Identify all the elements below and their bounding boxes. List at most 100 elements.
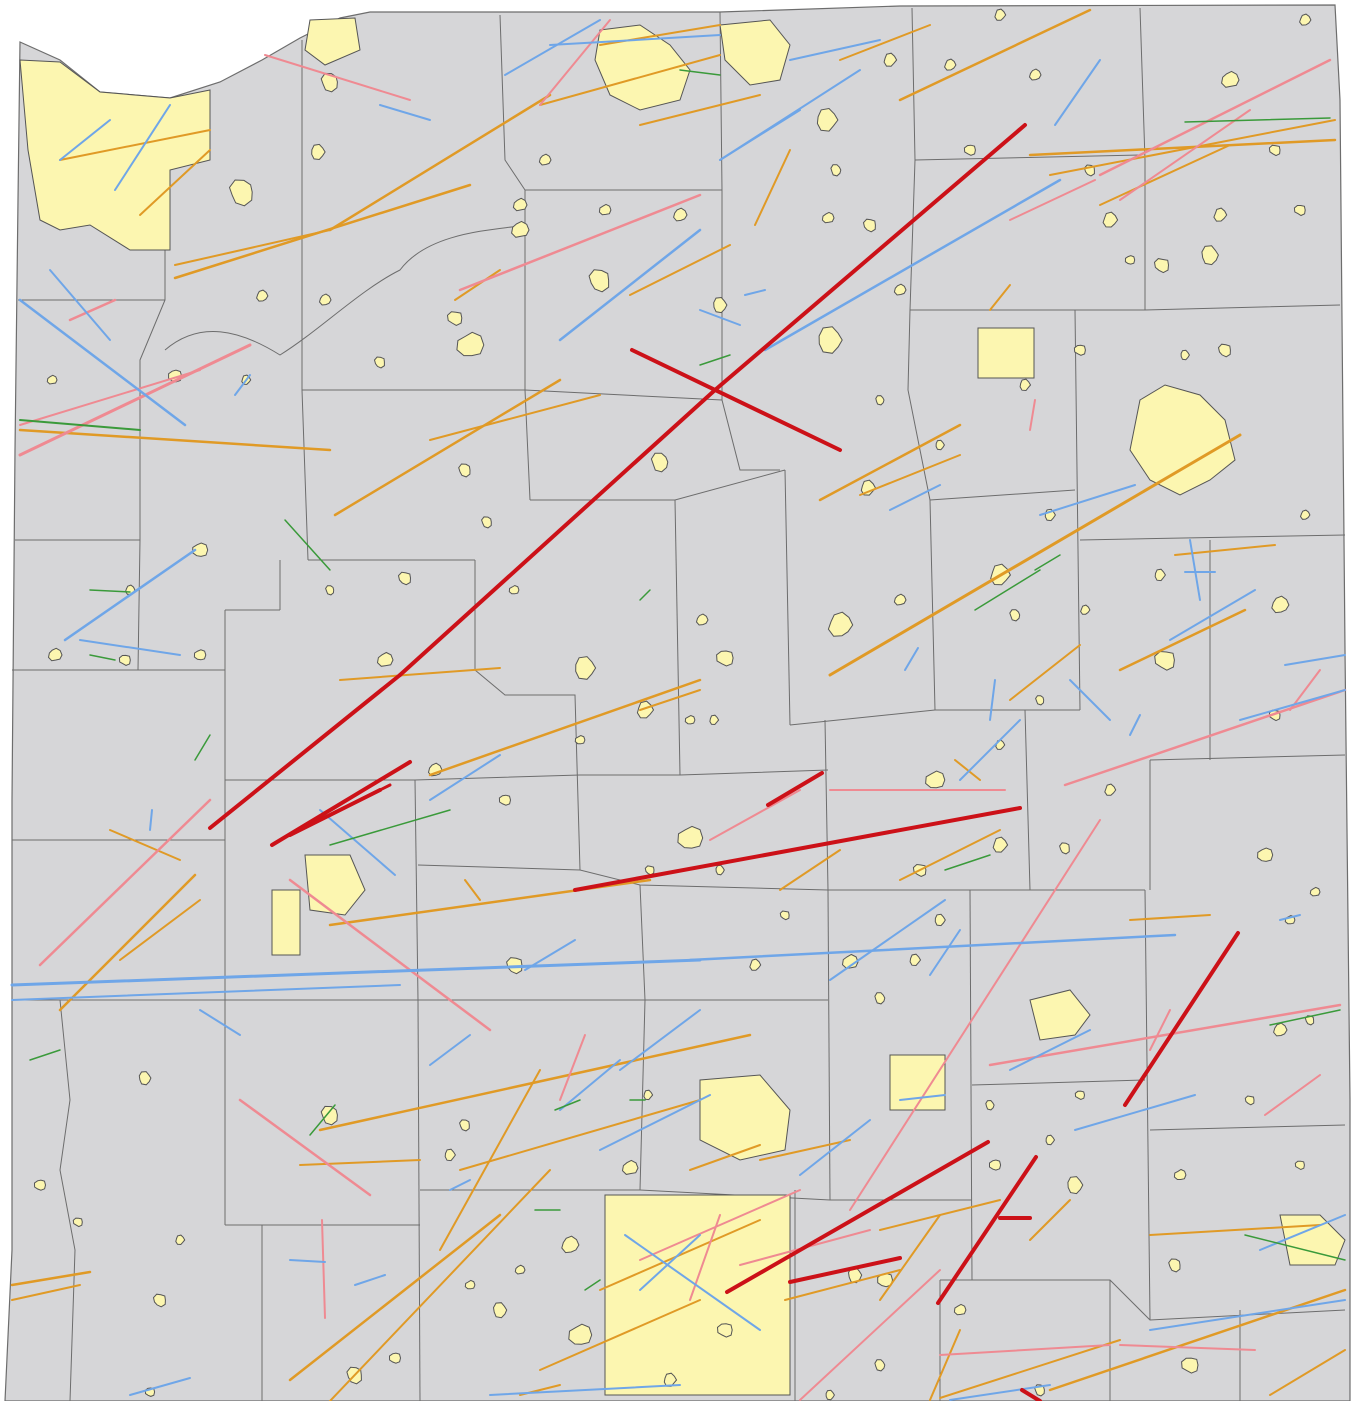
county-line	[674, 499, 681, 776]
tornado-track	[719, 69, 861, 161]
town-area	[304, 854, 366, 916]
town-area	[1294, 1160, 1305, 1171]
county-line	[914, 154, 1141, 161]
tornado-track	[799, 1269, 941, 1401]
town-area	[1273, 1022, 1288, 1037]
tornado-track	[929, 1329, 961, 1401]
town-area	[47, 647, 63, 662]
county-line	[225, 769, 829, 781]
tornado-track	[1069, 679, 1111, 721]
tornado-track	[109, 829, 181, 861]
town-area	[1217, 343, 1231, 358]
county-line	[639, 999, 646, 1191]
tornado-track	[1149, 1299, 1346, 1331]
tornado-track	[1098, 58, 1332, 177]
town-area	[1009, 609, 1021, 622]
town-area	[311, 143, 326, 161]
tornado-track	[1189, 539, 1201, 601]
town-area	[193, 649, 207, 661]
tornado-track	[454, 269, 501, 301]
town-area	[594, 24, 691, 111]
tornado-track	[1028, 138, 1337, 157]
tornado-track	[1123, 931, 1240, 1107]
town-area	[1180, 349, 1190, 361]
tornado-track	[779, 849, 841, 891]
tornado-track	[539, 1299, 701, 1371]
tornado-track	[599, 1094, 711, 1151]
tornado-track	[59, 119, 111, 161]
county-line	[1149, 754, 1346, 761]
tornado-track	[68, 298, 117, 322]
tornado-track	[288, 878, 492, 1032]
tornado-track	[1119, 109, 1251, 201]
tornado-track	[129, 1377, 191, 1396]
town-area	[677, 825, 704, 849]
town-area	[1153, 258, 1170, 274]
town-area	[604, 1194, 791, 1396]
town-area	[909, 953, 922, 967]
tornado-track	[1009, 1029, 1091, 1071]
town-area	[320, 72, 338, 93]
tornado-track	[899, 829, 1001, 881]
town-area	[588, 269, 610, 293]
tornado-track	[284, 519, 331, 571]
tornado-track	[1169, 589, 1256, 641]
town-area	[830, 164, 842, 177]
town-area	[1045, 1134, 1056, 1146]
town-area	[152, 1293, 166, 1308]
town-area	[963, 144, 976, 156]
town-area	[1080, 604, 1091, 615]
tornado-tracks-major	[208, 123, 1240, 1401]
tornado-track	[329, 1169, 551, 1401]
town-area	[709, 714, 720, 726]
town-area	[621, 1159, 639, 1175]
town-area	[719, 19, 791, 86]
tornado-track	[1259, 1214, 1346, 1251]
town-area	[598, 203, 612, 216]
tornado-track	[89, 589, 131, 593]
town-area	[1299, 509, 1311, 520]
town-area	[1168, 1258, 1181, 1273]
tornado-track	[759, 1139, 851, 1161]
county-line	[1074, 309, 1081, 711]
town-area	[512, 197, 528, 212]
tornado-track	[584, 1279, 601, 1291]
tornado-track	[504, 19, 601, 76]
tornado-track	[329, 809, 451, 846]
town-area	[860, 479, 877, 496]
tornado-track	[458, 193, 702, 292]
tornado-track	[1034, 554, 1061, 571]
town-area	[568, 1323, 593, 1345]
tornado-track	[639, 1189, 801, 1261]
town-area	[192, 542, 209, 557]
town-area	[325, 585, 335, 596]
county-line	[827, 889, 831, 1201]
tornado-track	[18, 298, 187, 427]
tornado-track	[174, 229, 331, 266]
tornado-track	[898, 8, 1092, 102]
town-area	[716, 650, 734, 667]
tornado-track	[238, 1098, 372, 1197]
town-area	[1104, 783, 1117, 796]
town-area	[1154, 650, 1175, 671]
tornado-track	[58, 873, 197, 1012]
tornado-track	[639, 589, 651, 601]
county-line	[784, 469, 791, 726]
town-area	[318, 293, 332, 306]
town-area	[1293, 205, 1306, 217]
tornado-track	[19, 419, 141, 431]
tornado-track	[639, 1234, 701, 1291]
town-area	[481, 516, 492, 529]
tornado-track	[11, 1284, 81, 1301]
tornado-track	[1009, 179, 1096, 221]
town-area	[875, 395, 885, 406]
tornado-track	[744, 289, 766, 296]
tornado-track	[549, 34, 721, 46]
town-area	[841, 953, 859, 969]
urban-areas	[19, 17, 1346, 1396]
tornado-track	[18, 428, 332, 452]
tornado-track	[818, 423, 962, 502]
tornado-track	[899, 1094, 946, 1101]
tornado-track	[208, 673, 402, 830]
town-area	[320, 1105, 338, 1126]
